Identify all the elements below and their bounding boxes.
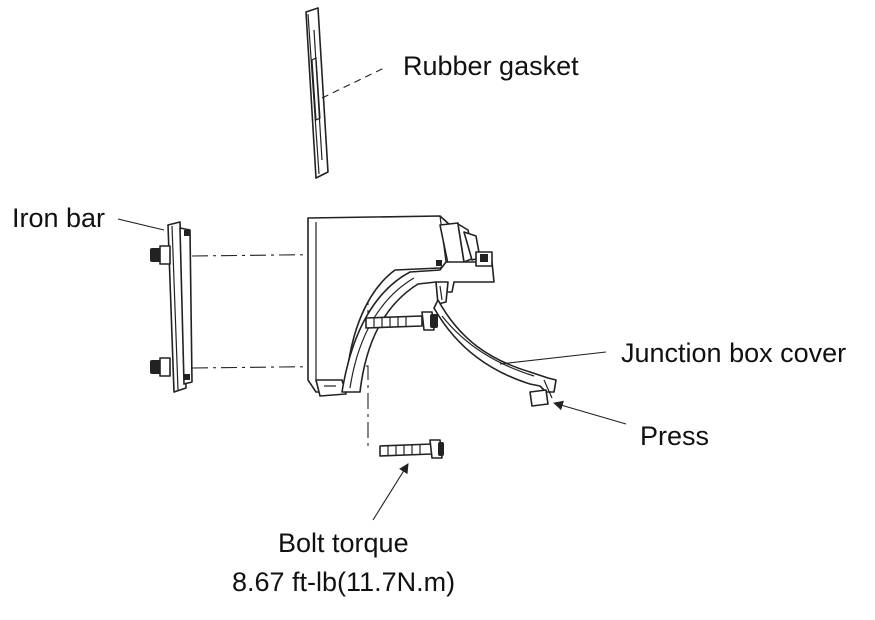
alignment-line-bottom: [191, 365, 369, 450]
bolt-torque-arrow: [372, 463, 409, 521]
housing-body-part: [307, 215, 481, 397]
press-arrow: [553, 400, 627, 425]
iron-bar-label: Iron bar: [12, 203, 105, 233]
iron-bar-part: [150, 221, 193, 393]
bolt-torque-label: Bolt torque: [278, 528, 409, 558]
press-label: Press: [640, 421, 709, 451]
bolt-torque-value-label: 8.67 ft-lb(11.7N.m): [232, 567, 455, 597]
bottom-bolt-part: [379, 439, 444, 459]
junction-box-cover-leader: [499, 351, 607, 365]
rubber-gasket-part: [305, 7, 329, 179]
iron-bar-leader: [117, 218, 165, 231]
rubber-gasket-leader: [321, 67, 385, 99]
side-bolt-part: [365, 311, 438, 331]
junction-box-cover-label: Junction box cover: [621, 338, 846, 368]
rubber-gasket-label: Rubber gasket: [403, 51, 579, 81]
